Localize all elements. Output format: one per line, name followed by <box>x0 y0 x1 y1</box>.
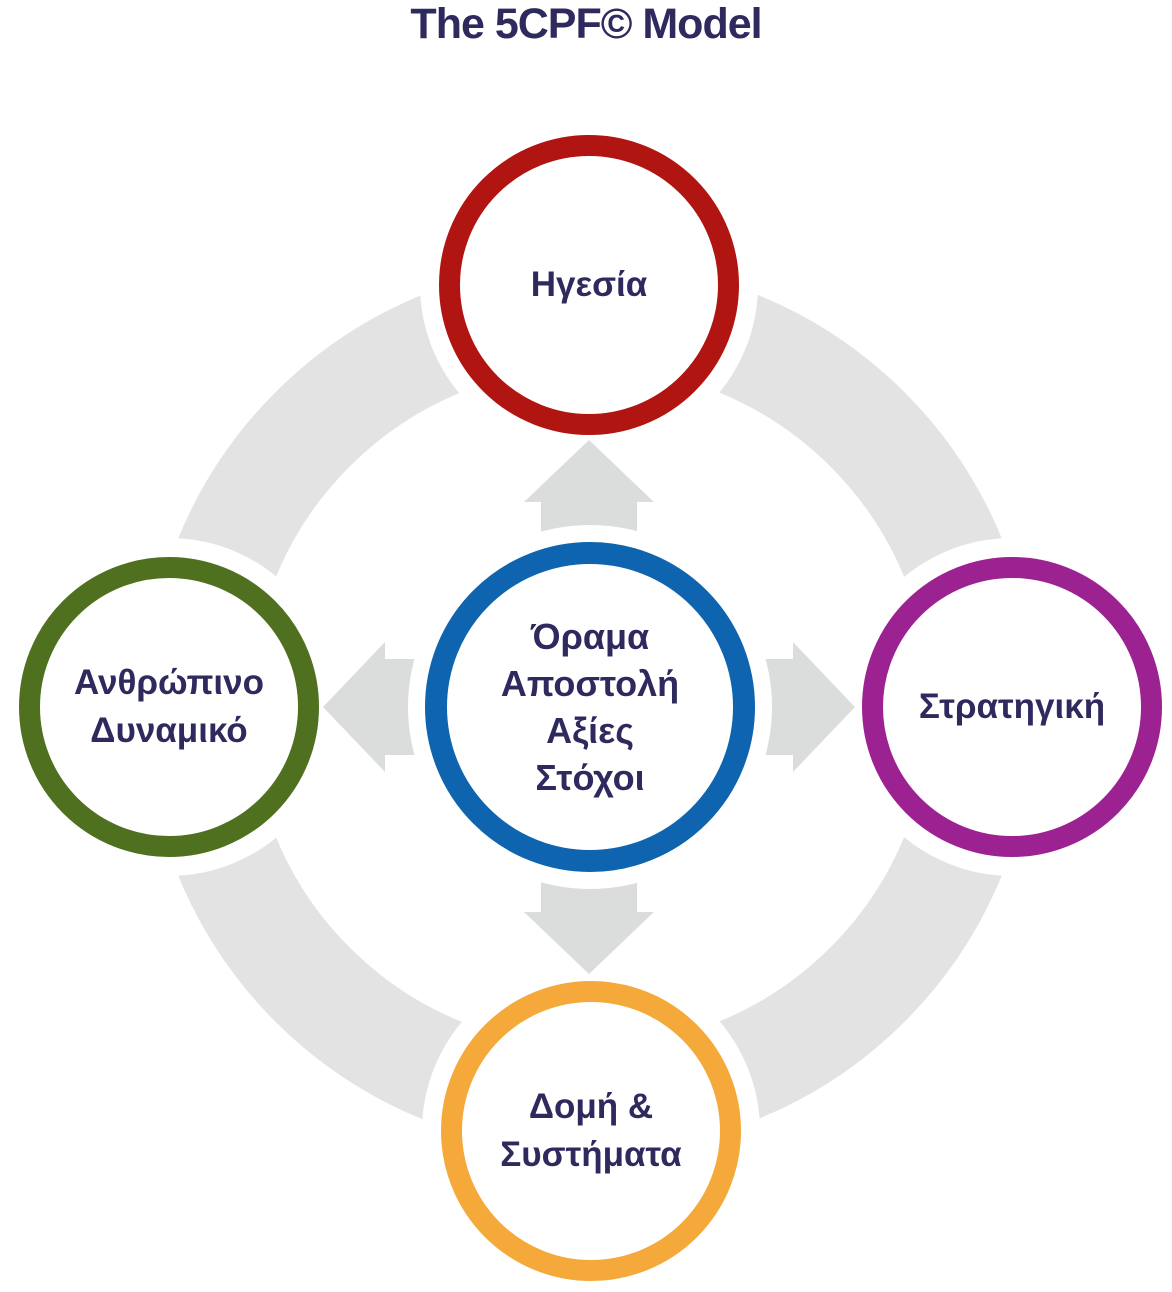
circle-structure-systems: Δομή & Συστήματα <box>422 962 760 1292</box>
circle-label: Ηγεσία <box>530 265 648 304</box>
circle-human-resources: Ανθρώπινο Δυναμικό <box>0 538 338 876</box>
circle-vision-ring: Όραμα Αποστολή Αξίες Στόχοι <box>425 542 755 872</box>
circle-strategy: Στρατηγική <box>843 538 1172 876</box>
circle-structure-systems-ring: Δομή & Συστήματα <box>441 981 741 1281</box>
circle-label: Δομή & Συστήματα <box>500 1087 682 1174</box>
circle-label: Ανθρώπινο Δυναμικό <box>74 663 264 750</box>
circle-label: Στρατηγική <box>918 687 1106 726</box>
circle-strategy-ring: Στρατηγική <box>862 557 1162 857</box>
circle-vision-mission-values-goals: Όραμα Αποστολή Αξίες Στόχοι <box>408 525 772 889</box>
circle-leadership-ring: Ηγεσία <box>439 135 739 435</box>
white-patch <box>1024 1024 1172 1292</box>
circle-leadership: Ηγεσία <box>420 116 758 454</box>
circle-human-resources-ring: Ανθρώπινο Δυναμικό <box>19 557 319 857</box>
diagram-title: The 5CPF© Model <box>410 0 762 48</box>
circle-label: Όραμα Αποστολή Αξίες Στόχοι <box>500 616 680 798</box>
